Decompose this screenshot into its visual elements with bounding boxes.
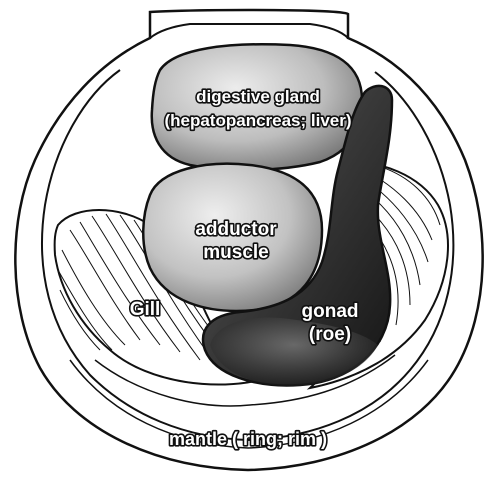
digestive-gland xyxy=(152,44,362,170)
label-digestive-gland-line1: digestive gland xyxy=(196,87,320,106)
label-adductor-line1: adductor xyxy=(195,219,277,240)
label-adductor-line2: muscle xyxy=(203,242,268,263)
label-gill: Gill xyxy=(130,299,161,320)
label-gonad-line2: (roe) xyxy=(309,324,351,345)
label-gonad-line1: gonad xyxy=(302,301,359,322)
label-mantle: mantle ( ring; rim ) xyxy=(169,429,327,449)
label-digestive-gland-line2: (hepatopancreas; liver) xyxy=(164,111,351,130)
